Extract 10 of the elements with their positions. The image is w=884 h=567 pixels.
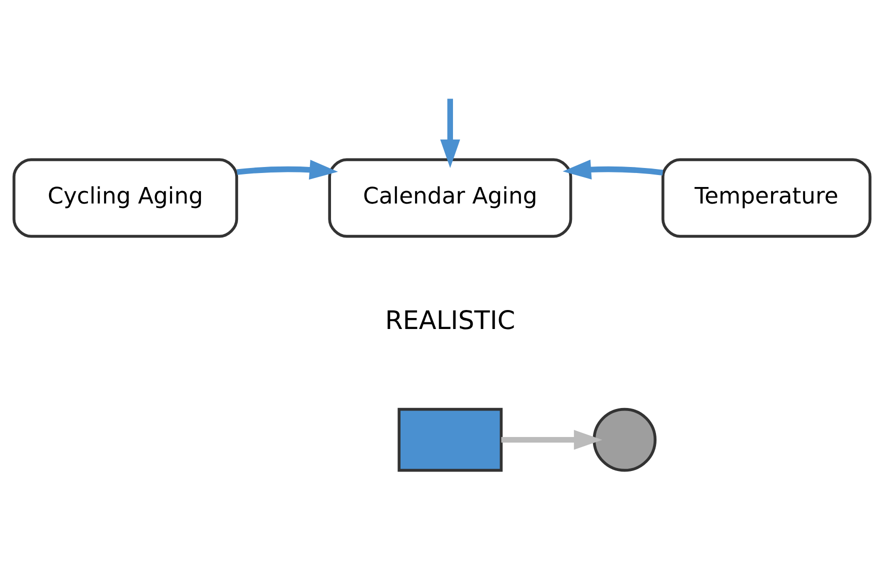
node-box: Temperature	[662, 158, 872, 238]
node-box: Cycling Aging	[12, 158, 238, 238]
node-circle	[592, 407, 657, 472]
node-box: Calendar Aging	[328, 158, 572, 238]
arrow	[440, 98, 460, 168]
arrow	[562, 159, 664, 179]
arrow	[501, 429, 602, 450]
node-box	[398, 407, 503, 472]
arrow	[236, 159, 338, 180]
label: REALISTIC	[385, 306, 516, 336]
